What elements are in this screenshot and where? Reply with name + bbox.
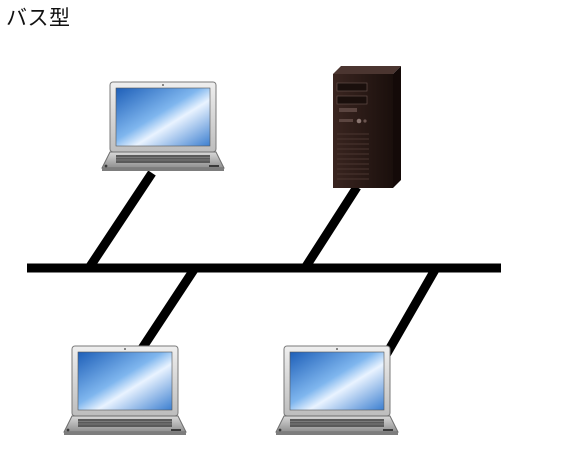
- laptop-icon: [63, 345, 187, 436]
- drop-line-server-1: [301, 184, 361, 271]
- drop-line-laptop-2: [137, 265, 199, 353]
- drop-line-laptop-3: [382, 265, 440, 358]
- diagram-title: バス型: [6, 6, 71, 30]
- laptop-icon: [101, 81, 225, 172]
- bus-cables: [27, 170, 501, 358]
- laptop-icon: [275, 345, 399, 436]
- drop-line-laptop-1: [85, 170, 156, 271]
- server-tower-icon: [333, 66, 401, 188]
